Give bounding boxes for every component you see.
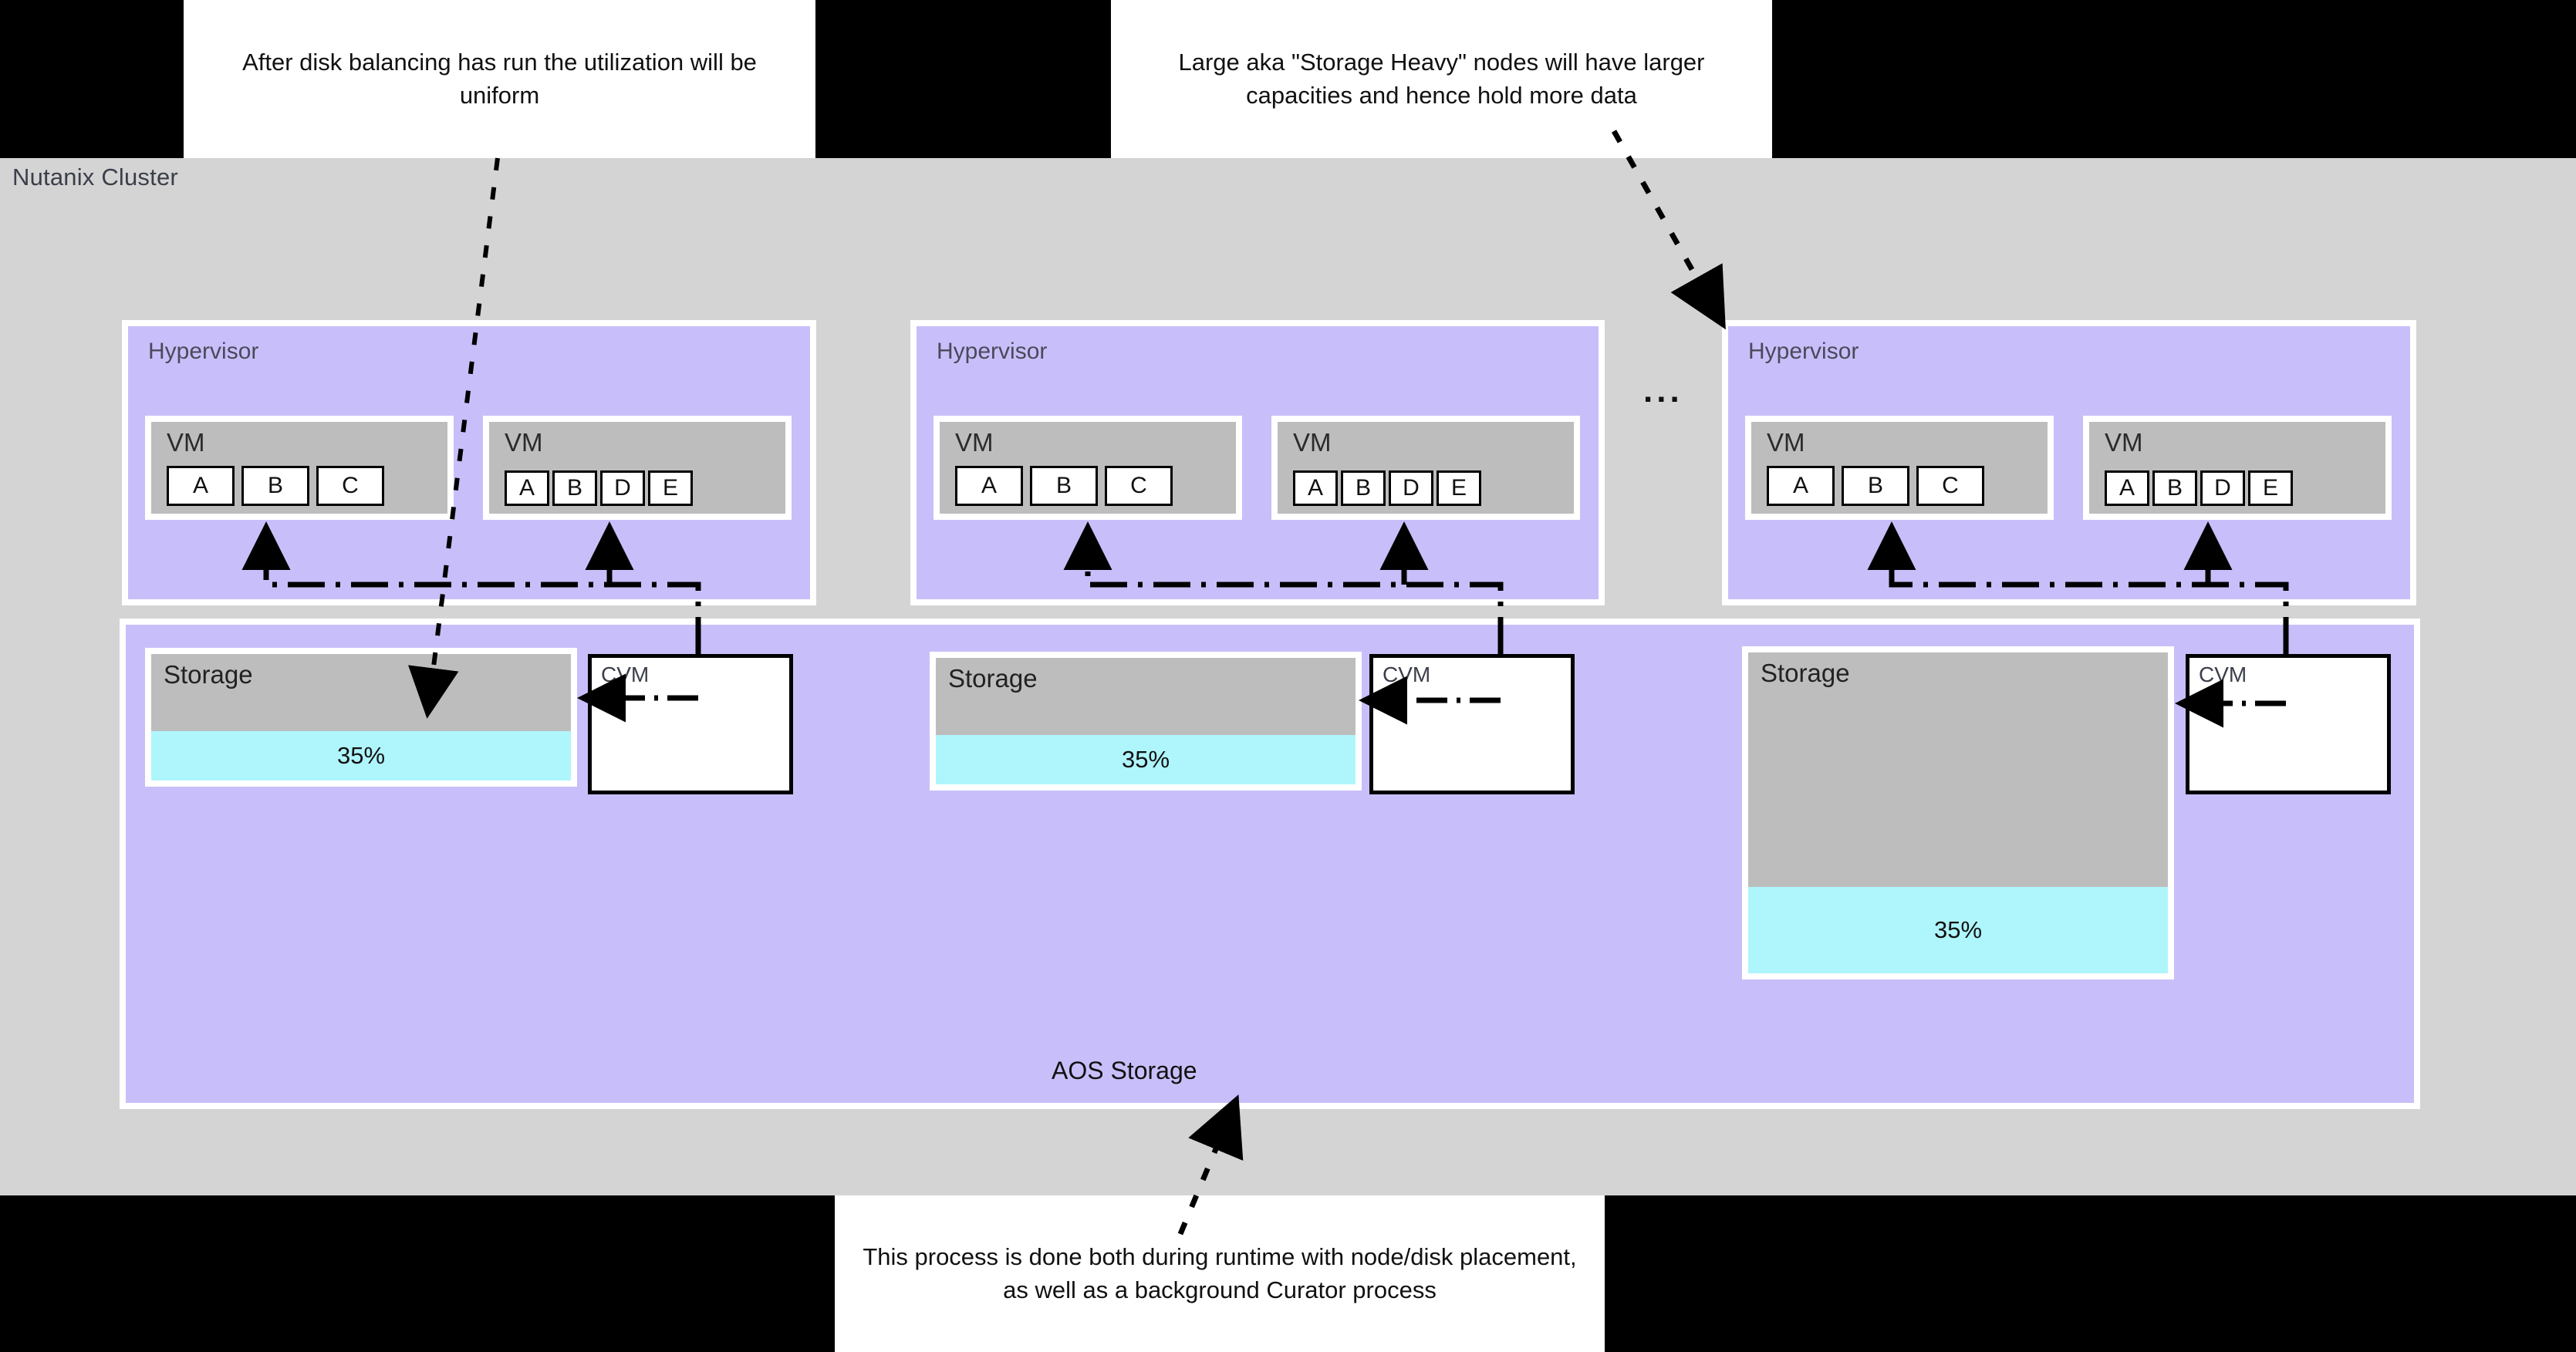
vm-disk-list: A B D E bbox=[2105, 470, 2293, 506]
cvm-label: CVM bbox=[2199, 663, 2247, 686]
vm-disk-list: A B D E bbox=[505, 470, 693, 506]
vm-disk: A bbox=[505, 470, 549, 506]
callout-bottom: This process is done both during runtime… bbox=[835, 1195, 1605, 1352]
vm-disk-list: A B C bbox=[167, 466, 384, 506]
hypervisor-node-3: Hypervisor VM A B C VM A B D E bbox=[1722, 320, 2416, 605]
vm-disk: A bbox=[1293, 470, 1338, 506]
vm-box: VM A B C bbox=[1745, 416, 2054, 520]
cvm-box-node-3: CVM bbox=[2186, 654, 2391, 794]
callout-top-right-text: Large aka "Storage Heavy" nodes will hav… bbox=[1178, 48, 1705, 109]
vm-disk: E bbox=[2248, 470, 2293, 506]
hypervisor-label: Hypervisor bbox=[1748, 339, 1859, 364]
storage-label: Storage bbox=[1761, 659, 1850, 687]
hypervisor-node-2: Hypervisor VM A B C VM A B D E bbox=[910, 320, 1605, 605]
vm-disk: B bbox=[552, 470, 597, 506]
hypervisor-node-1: Hypervisor VM A B C VM A B D E bbox=[122, 320, 816, 605]
storage-block-node-1: Storage 35% bbox=[145, 648, 577, 787]
callout-bottom-text: This process is done both during runtime… bbox=[863, 1242, 1577, 1303]
storage-block-node-2: Storage 35% bbox=[930, 652, 1362, 791]
vm-disk: B bbox=[2152, 470, 2197, 506]
vm-disk: C bbox=[1105, 466, 1173, 506]
nodes-ellipsis: ... bbox=[1643, 372, 1683, 410]
cvm-label: CVM bbox=[601, 663, 650, 686]
hypervisor-label: Hypervisor bbox=[937, 339, 1048, 364]
vm-box: VM A B D E bbox=[1271, 416, 1580, 520]
vm-box: VM A B C bbox=[145, 416, 454, 520]
cvm-box-node-2: CVM bbox=[1369, 654, 1575, 794]
vm-label: VM bbox=[505, 428, 543, 457]
vm-label: VM bbox=[167, 428, 205, 457]
cvm-box-node-1: CVM bbox=[588, 654, 793, 794]
callout-top-right: Large aka "Storage Heavy" nodes will hav… bbox=[1111, 0, 1772, 158]
vm-label: VM bbox=[1293, 428, 1332, 457]
vm-disk: A bbox=[167, 466, 235, 506]
aos-storage-label: AOS Storage bbox=[1052, 1057, 1197, 1084]
vm-disk: D bbox=[1389, 470, 1433, 506]
vm-box: VM A B D E bbox=[2083, 416, 2392, 520]
vm-disk: D bbox=[600, 470, 645, 506]
callout-top-left: After disk balancing has run the utiliza… bbox=[184, 0, 815, 158]
callout-top-left-text: After disk balancing has run the utiliza… bbox=[242, 48, 757, 109]
storage-utilization-bar: 35% bbox=[936, 735, 1356, 784]
vm-disk: B bbox=[1341, 470, 1386, 506]
hypervisor-label: Hypervisor bbox=[148, 339, 259, 364]
vm-disk: B bbox=[1030, 466, 1098, 506]
vm-disk: E bbox=[648, 470, 693, 506]
storage-capacity-area: Storage bbox=[151, 654, 571, 731]
cvm-label: CVM bbox=[1383, 663, 1431, 686]
cluster-label: Nutanix Cluster bbox=[12, 164, 178, 190]
vm-disk: B bbox=[241, 466, 309, 506]
vm-label: VM bbox=[955, 428, 994, 457]
vm-disk: B bbox=[1842, 466, 1909, 506]
storage-utilization-bar: 35% bbox=[151, 731, 571, 781]
vm-disk: E bbox=[1437, 470, 1481, 506]
storage-block-node-3: Storage 35% bbox=[1742, 646, 2174, 979]
storage-utilization-bar: 35% bbox=[1748, 887, 2168, 973]
storage-label: Storage bbox=[948, 664, 1038, 693]
storage-label: Storage bbox=[164, 660, 253, 689]
vm-disk-list: A B D E bbox=[1293, 470, 1481, 506]
storage-capacity-area: Storage bbox=[936, 658, 1356, 735]
vm-label: VM bbox=[2105, 428, 2143, 457]
storage-capacity-area: Storage bbox=[1748, 652, 2168, 887]
vm-disk: A bbox=[2105, 470, 2149, 506]
vm-box: VM A B C bbox=[934, 416, 1242, 520]
vm-disk-list: A B C bbox=[1767, 466, 1984, 506]
vm-disk: D bbox=[2200, 470, 2245, 506]
vm-disk: C bbox=[1916, 466, 1984, 506]
vm-label: VM bbox=[1767, 428, 1805, 457]
vm-disk-list: A B C bbox=[955, 466, 1173, 506]
vm-disk: A bbox=[955, 466, 1023, 506]
vm-box: VM A B D E bbox=[483, 416, 792, 520]
vm-disk: C bbox=[316, 466, 384, 506]
vm-disk: A bbox=[1767, 466, 1835, 506]
